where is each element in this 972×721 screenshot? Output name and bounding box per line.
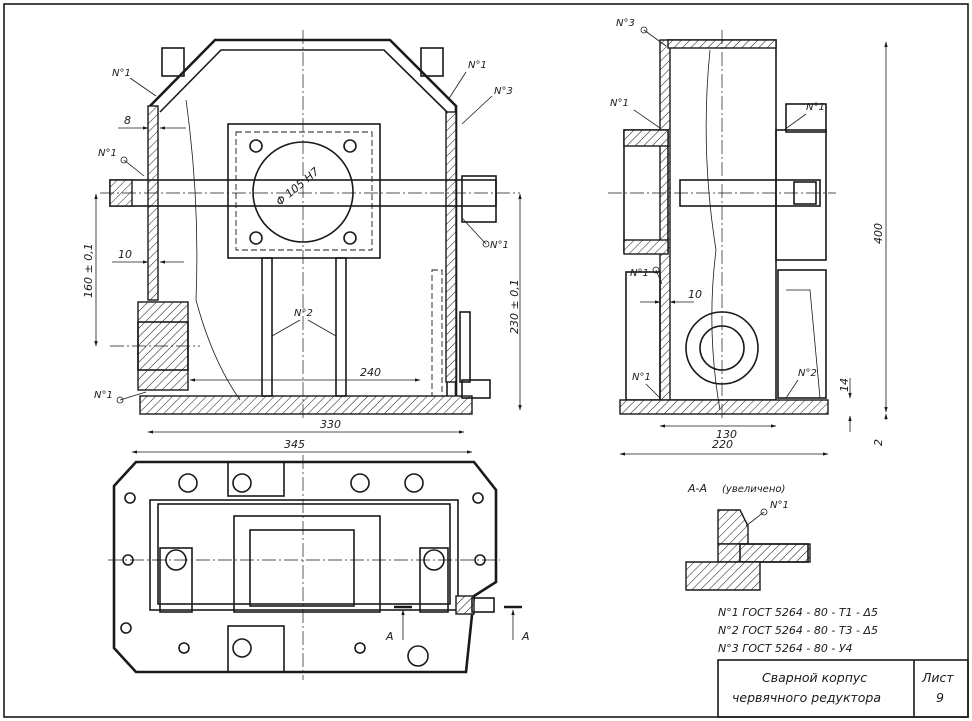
dim-400: 400 bbox=[872, 223, 885, 244]
dim-10: 10 bbox=[688, 288, 702, 301]
weld-label: N°1 bbox=[806, 102, 825, 113]
cut-letter: А bbox=[521, 630, 530, 643]
dim-330: 330 bbox=[320, 418, 341, 431]
weld-label: N°1 bbox=[490, 240, 509, 251]
dim-240: 240 bbox=[360, 366, 381, 379]
title-line-2: червячного редуктора bbox=[732, 690, 881, 705]
cut-letter: А bbox=[385, 630, 394, 643]
weld-note: N°3 ГОСТ 5264 - 80 - У4 bbox=[718, 642, 853, 655]
title-line-1: Сварной корпус bbox=[762, 670, 867, 685]
dim-345: 345 bbox=[284, 438, 305, 451]
sheet-border bbox=[3, 3, 969, 718]
base-plate bbox=[139, 395, 473, 415]
weld-note: N°2 ГОСТ 5264 - 80 - Т3 - Δ5 bbox=[718, 624, 878, 637]
weld-label: N°1 bbox=[112, 68, 131, 79]
section-title: А-А bbox=[687, 482, 707, 495]
weld-label: N°1 bbox=[632, 372, 651, 383]
weld-label: N°1 bbox=[468, 60, 487, 71]
sheet-label: Лист bbox=[921, 670, 954, 685]
weld-label: N°2 bbox=[294, 308, 313, 319]
weld-label: N°3 bbox=[616, 18, 635, 29]
dim-8: 8 bbox=[124, 114, 131, 127]
weld-note: N°1 ГОСТ 5264 - 80 - Т1 - Δ5 bbox=[718, 606, 878, 619]
sheet-number: 9 bbox=[936, 690, 944, 705]
weld-label: N°2 bbox=[798, 368, 817, 379]
weld-label: N°1 bbox=[770, 500, 789, 511]
section-scale-note: (увеличено) bbox=[722, 484, 785, 495]
bore-diameter: Φ 105 H7 bbox=[274, 165, 322, 208]
dim-2: 2 bbox=[872, 439, 885, 446]
weld-notes: N°1 ГОСТ 5264 - 80 - Т1 - Δ5 N°2 ГОСТ 52… bbox=[718, 606, 878, 655]
bearing-flange bbox=[227, 123, 381, 259]
plan-view: А А bbox=[108, 455, 530, 680]
dim-14: 14 bbox=[838, 378, 851, 392]
front-view: N°1 N°1 N°3 N°1 N°2 N°1 N°1 8 10 160 ± 0… bbox=[82, 30, 522, 454]
title-block: Сварной корпус червячного редуктора Лист… bbox=[717, 659, 969, 718]
weld-label: N°3 bbox=[494, 86, 513, 97]
section-aa: А-А (увеличено) N°1 bbox=[685, 482, 811, 591]
dim-160: 160 ± 0,1 bbox=[82, 243, 95, 298]
dim-230: 230 ± 0,1 bbox=[508, 279, 521, 334]
side-view: N°3 N°1 N°1 N°1 N°1 N°2 10 400 14 2 130 … bbox=[608, 18, 888, 456]
weld-label: N°1 bbox=[98, 148, 117, 159]
dim-10: 10 bbox=[118, 248, 132, 261]
weld-label: N°1 bbox=[94, 390, 113, 401]
plan-outline bbox=[112, 460, 498, 674]
dim-220: 220 bbox=[712, 438, 733, 451]
weld-label: N°1 bbox=[610, 98, 629, 109]
weld-label: N°1 bbox=[630, 268, 649, 279]
dim-130: 130 bbox=[716, 428, 737, 441]
